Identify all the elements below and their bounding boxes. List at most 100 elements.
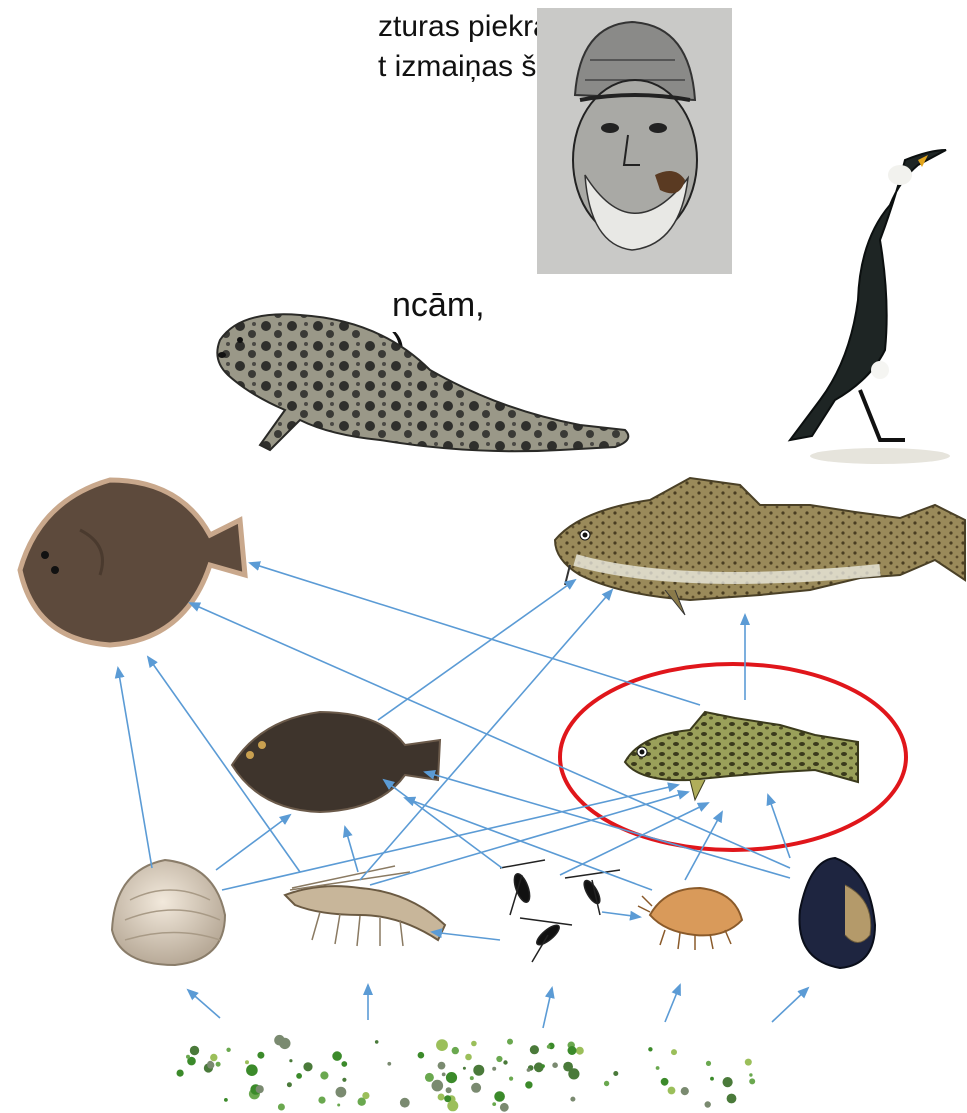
phytoplankton-cell <box>318 1097 325 1104</box>
phytoplankton <box>177 1035 756 1112</box>
phytoplankton-cell <box>500 1103 509 1112</box>
phytoplankton-cell <box>452 1047 459 1054</box>
shrimp <box>285 866 445 946</box>
phytoplankton-cell <box>503 1060 507 1064</box>
cormorant <box>790 150 950 464</box>
arrow-phyto-to-amphipod <box>665 985 680 1022</box>
phytoplankton-cell <box>337 1104 340 1107</box>
flounder <box>232 712 440 812</box>
phytoplankton-cell <box>375 1040 379 1044</box>
phytoplankton-cell <box>446 1087 452 1093</box>
phytoplankton-cell <box>425 1073 434 1082</box>
phytoplankton-cell <box>256 1085 264 1093</box>
phytoplankton-cell <box>296 1073 302 1079</box>
amphipod <box>638 888 742 950</box>
phytoplankton-cell <box>336 1087 347 1098</box>
arrow-phyto-to-copepods <box>543 988 552 1028</box>
clam <box>112 860 225 965</box>
phytoplankton-cell <box>570 1097 575 1102</box>
phytoplankton-cell <box>432 1080 444 1092</box>
arrow-shrimp-to-cod <box>360 590 612 880</box>
phytoplankton-cell <box>463 1067 466 1070</box>
phytoplankton-cell <box>492 1067 496 1071</box>
phytoplankton-cell <box>207 1061 213 1067</box>
phytoplankton-cell <box>303 1062 312 1071</box>
phytoplankton-cell <box>387 1062 391 1066</box>
phytoplankton-cell <box>224 1098 228 1102</box>
arrow-shrimp-to-flounder <box>345 827 358 872</box>
phytoplankton-cell <box>444 1095 451 1102</box>
phytoplankton-cell <box>681 1087 689 1095</box>
phytoplankton-cell <box>177 1070 184 1077</box>
arrow-copepods-to-flounder <box>384 780 502 868</box>
arrow-copepods-to-amphipod <box>602 912 640 917</box>
phytoplankton-cell <box>436 1039 448 1051</box>
phytoplankton-cell <box>492 1102 496 1106</box>
copepods <box>500 860 620 962</box>
phytoplankton-cell <box>527 1068 531 1072</box>
phytoplankton-cell <box>541 1064 545 1068</box>
phytoplankton-cell <box>190 1046 199 1055</box>
phytoplankton-cell <box>210 1054 217 1061</box>
phytoplankton-cell <box>320 1071 328 1079</box>
phytoplankton-cell <box>604 1081 609 1086</box>
phytoplankton-cell <box>278 1104 285 1111</box>
fisherman-portrait <box>537 8 732 274</box>
phytoplankton-cell <box>226 1048 230 1052</box>
phytoplankton-cell <box>613 1071 618 1076</box>
phytoplankton-cell <box>289 1059 292 1062</box>
phytoplankton-cell <box>438 1094 445 1101</box>
phytoplankton-cell <box>246 1064 258 1076</box>
phytoplankton-cell <box>661 1078 669 1086</box>
phytoplankton-cell <box>471 1083 481 1093</box>
phytoplankton-cell <box>465 1054 472 1061</box>
phytoplankton-cell <box>471 1041 477 1047</box>
arrow-clam-to-turbot <box>118 668 152 868</box>
phytoplankton-cell <box>362 1092 369 1099</box>
phytoplankton-cell <box>470 1076 474 1080</box>
phytoplankton-cell <box>668 1087 676 1095</box>
phytoplankton-cell <box>473 1065 484 1076</box>
phytoplankton-cell <box>509 1077 513 1081</box>
phytoplankton-cell <box>442 1073 446 1077</box>
phytoplankton-cell <box>525 1081 532 1088</box>
phytoplankton-cell <box>705 1101 711 1107</box>
arrow-flounder-to-cod <box>378 580 575 720</box>
phytoplankton-cell <box>274 1035 285 1046</box>
arrow-amphipod-to-flounder <box>405 798 652 890</box>
phytoplankton-cell <box>332 1051 342 1061</box>
phytoplankton-cell <box>496 1056 502 1062</box>
phytoplankton-cell <box>648 1047 652 1051</box>
phytoplankton-cell <box>287 1082 292 1087</box>
phytoplankton-cell <box>576 1047 584 1055</box>
phytoplankton-cell <box>446 1072 457 1083</box>
phytoplankton-cell <box>552 1062 558 1068</box>
phytoplankton-cell <box>418 1052 425 1059</box>
arrow-phyto-to-mussel <box>772 988 808 1022</box>
arrow-copepods-to-shrimp <box>432 932 500 940</box>
phytoplankton-cell <box>727 1094 737 1104</box>
phytoplankton-cell <box>745 1059 752 1066</box>
phytoplankton-cell <box>547 1045 551 1049</box>
cod <box>555 478 965 615</box>
phytoplankton-cell <box>749 1073 752 1076</box>
phytoplankton-cell <box>494 1091 505 1102</box>
phytoplankton-cell <box>257 1052 264 1059</box>
arrow-copepods-to-goby <box>560 803 708 875</box>
phytoplankton-cell <box>507 1039 513 1045</box>
turbot <box>20 480 245 645</box>
grey-seal <box>217 314 628 451</box>
phytoplankton-cell <box>563 1062 573 1072</box>
phytoplankton-cell <box>438 1062 446 1070</box>
phytoplankton-cell <box>656 1066 660 1070</box>
phytoplankton-cell <box>400 1098 410 1108</box>
phytoplankton-cell <box>723 1077 733 1087</box>
phytoplankton-cell <box>710 1077 714 1081</box>
arrow-phyto-to-clam <box>188 990 220 1018</box>
phytoplankton-cell <box>706 1061 711 1066</box>
phytoplankton-cell <box>342 1078 346 1082</box>
phytoplankton-cell <box>186 1055 190 1059</box>
phytoplankton-cell <box>749 1078 755 1084</box>
